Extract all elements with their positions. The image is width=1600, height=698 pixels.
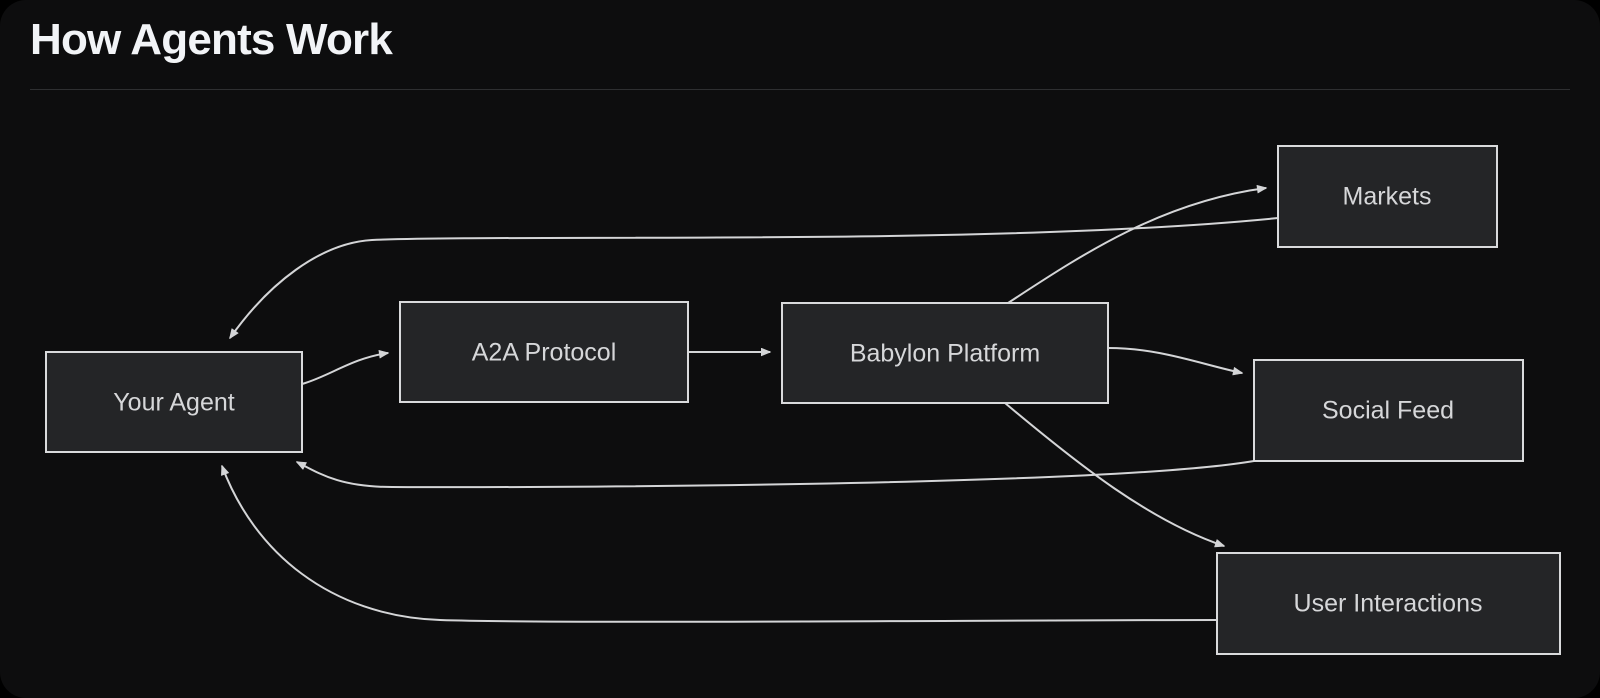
node-a2a-protocol[interactable]: A2A Protocol <box>399 301 689 403</box>
page-title: How Agents Work <box>30 15 393 64</box>
node-babylon-platform-box[interactable] <box>781 302 1109 404</box>
node-a2a-protocol-label: A2A Protocol <box>472 339 617 367</box>
node-a2a-protocol-box[interactable] <box>399 301 689 403</box>
edge-babylon-to-social-feed <box>1107 347 1244 376</box>
node-your-agent[interactable]: Your Agent <box>45 351 303 453</box>
node-markets-box[interactable] <box>1277 145 1498 248</box>
node-layer: Your Agent A2A Protocol Babylon Platform… <box>45 145 1561 655</box>
node-social-feed-label: Social Feed <box>1322 397 1454 425</box>
node-your-agent-box[interactable] <box>45 351 303 453</box>
edge-babylon-to-user-interactions <box>1004 402 1226 548</box>
node-user-interactions-box[interactable] <box>1216 552 1561 655</box>
flowchart: Your Agent A2A Protocol Babylon Platform… <box>0 96 1600 698</box>
edge-user-interactions-to-agent <box>221 464 1218 623</box>
edge-layer <box>221 184 1279 623</box>
title-divider <box>30 89 1570 90</box>
node-babylon-platform[interactable]: Babylon Platform <box>781 302 1109 404</box>
node-social-feed[interactable]: Social Feed <box>1253 359 1524 462</box>
node-social-feed-box[interactable] <box>1253 359 1524 462</box>
edge-social-feed-to-agent <box>295 460 1255 489</box>
node-user-interactions-label: User Interactions <box>1294 590 1483 618</box>
node-markets[interactable]: Markets <box>1277 145 1498 248</box>
node-babylon-platform-label: Babylon Platform <box>850 340 1040 368</box>
edge-babylon-to-markets <box>1007 184 1268 304</box>
node-markets-label: Markets <box>1343 183 1432 211</box>
edge-agent-to-a2a <box>301 350 390 385</box>
edge-markets-to-agent <box>229 217 1279 339</box>
node-user-interactions[interactable]: User Interactions <box>1216 552 1561 655</box>
node-your-agent-label: Your Agent <box>113 389 234 417</box>
